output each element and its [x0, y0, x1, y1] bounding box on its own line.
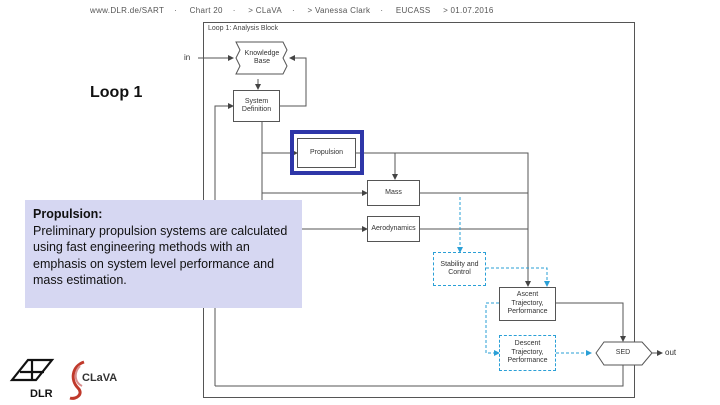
mass-node: Mass	[367, 180, 420, 206]
slide-header: www.DLR.de/SART · Chart 20 · > CLaVA · > Va…	[90, 6, 504, 15]
sed-node-shape	[595, 341, 653, 366]
propulsion-node: Propulsion	[297, 138, 356, 168]
header-author: > Vanessa Clark	[307, 6, 371, 15]
callout-body: Preliminary propulsion systems are calcu…	[33, 223, 288, 288]
callout-title: Propulsion:	[33, 207, 103, 221]
clava-logo	[69, 360, 85, 400]
header-project: > CLaVA	[248, 6, 282, 15]
header-sep: ·	[232, 6, 236, 15]
header-sep: ·	[380, 6, 384, 15]
header-sep: ·	[292, 6, 295, 15]
sed-node: SED	[615, 348, 631, 356]
output-label: out	[665, 348, 677, 357]
propulsion-highlight	[290, 130, 364, 175]
descent-node: Descent Trajectory, Performance	[499, 335, 556, 371]
system-definition-node: System Definition	[233, 90, 280, 122]
dlr-logo	[9, 358, 55, 382]
knowledge-base-shape	[235, 41, 288, 75]
clava-logo-text: CLaVA	[82, 372, 118, 384]
ascent-node: Ascent Trajectory, Performance	[499, 287, 556, 321]
knowledge-base-node: Knowledge Base	[244, 49, 280, 65]
aerodynamics-node: Aerodynamics	[367, 216, 420, 242]
input-label: in	[184, 53, 191, 62]
header-date: > 01.07.2016	[443, 6, 494, 15]
dlr-logo-text: DLR	[30, 388, 53, 400]
stability-control-node: Stability and Control	[433, 252, 486, 286]
header-site: www.DLR.de/SART	[90, 6, 165, 15]
frame-label: Loop 1: Analysis Block	[208, 25, 279, 32]
header-chart: Chart 20	[189, 6, 223, 15]
propulsion-callout: Propulsion: Preliminary propulsion syste…	[25, 200, 302, 308]
header-event: EUCASS	[395, 6, 431, 15]
slide-title: Loop 1	[90, 84, 143, 101]
header-sep: ·	[174, 6, 178, 15]
